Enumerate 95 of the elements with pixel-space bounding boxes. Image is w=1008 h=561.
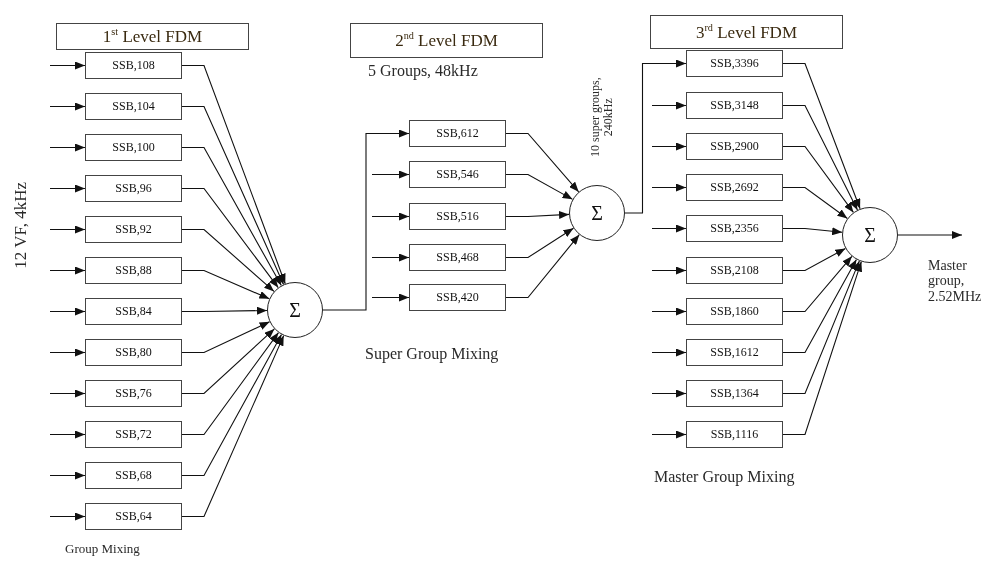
arrow — [49, 184, 86, 193]
arrow — [624, 59, 687, 214]
arrow — [782, 145, 854, 213]
group-description: 5 Groups, 48kHz — [368, 62, 478, 80]
summing-circle: Σ — [569, 185, 625, 241]
arrow — [371, 212, 410, 221]
summing-circle: Σ — [267, 282, 323, 338]
ssb-modulator-box: SSB,1612 — [686, 339, 783, 366]
arrow — [782, 260, 860, 395]
arrow — [651, 430, 687, 439]
arrow — [651, 266, 687, 275]
arrow — [49, 389, 86, 398]
ssb-modulator-box: SSB,3148 — [686, 92, 783, 119]
ssb-modulator-box: SSB,68 — [85, 462, 182, 489]
group-description: 10 super groups, 240kHz — [588, 76, 616, 160]
level-heading-box: 1$^{st}$ Level FDM — [56, 23, 249, 50]
arrow — [651, 307, 687, 316]
arrow — [181, 328, 275, 395]
ssb-modulator-box: SSB,108 — [85, 52, 182, 79]
input-description: 12 VF, 4kHz — [12, 182, 31, 269]
output-description: Master group, 2.52MHz — [928, 258, 983, 305]
ssb-modulator-box: SSB,3396 — [686, 50, 783, 77]
level-heading-box: 2$^{nd}$ Level FDM — [350, 23, 543, 58]
ssb-modulator-box: SSB,100 — [85, 134, 182, 161]
arrow — [782, 104, 858, 211]
arrow — [49, 512, 86, 521]
arrow — [181, 228, 275, 292]
ssb-modulator-box: SSB,420 — [409, 284, 506, 311]
ssb-modulator-box: SSB,76 — [85, 380, 182, 407]
stage-caption: Group Mixing — [65, 542, 140, 557]
arrow — [181, 105, 285, 285]
arrow — [181, 306, 268, 315]
ssb-modulator-box: SSB,72 — [85, 421, 182, 448]
arrow — [49, 225, 86, 234]
arrow — [505, 210, 570, 219]
ssb-modulator-box: SSB,64 — [85, 503, 182, 530]
arrow — [651, 224, 687, 233]
arrow — [371, 253, 410, 262]
arrow — [181, 146, 282, 287]
ssb-modulator-box: SSB,516 — [409, 203, 506, 230]
ssb-modulator-box: SSB,1860 — [686, 298, 783, 325]
arrow — [651, 142, 687, 151]
ssb-modulator-box: SSB,2356 — [686, 215, 783, 242]
arrow — [651, 348, 687, 357]
ssb-modulator-box: SSB,546 — [409, 161, 506, 188]
ssb-modulator-box: SSB,92 — [85, 216, 182, 243]
ssb-modulator-box: SSB,468 — [409, 244, 506, 271]
arrow — [371, 170, 410, 179]
arrow — [782, 255, 853, 313]
ssb-modulator-box: SSB,2692 — [686, 174, 783, 201]
summing-circle: Σ — [842, 207, 898, 263]
arrow — [371, 293, 410, 302]
arrow — [49, 143, 86, 152]
ssb-modulator-box: SSB,1364 — [686, 380, 783, 407]
stage-caption: Master Group Mixing — [654, 468, 795, 486]
stage-caption: Super Group Mixing — [365, 345, 499, 363]
arrow — [897, 231, 963, 239]
arrow — [782, 258, 857, 354]
ssb-modulator-box: SSB,104 — [85, 93, 182, 120]
ssb-modulator-box: SSB,1116 — [686, 421, 783, 448]
arrow — [651, 183, 687, 192]
arrow — [505, 173, 574, 200]
ssb-modulator-box: SSB,2108 — [686, 257, 783, 284]
ssb-modulator-box: SSB,80 — [85, 339, 182, 366]
arrow — [651, 389, 687, 398]
arrow — [782, 62, 861, 210]
arrow — [322, 129, 410, 311]
arrow — [181, 321, 271, 354]
arrow — [49, 471, 86, 480]
ssb-modulator-box: SSB,2900 — [686, 133, 783, 160]
arrow — [181, 64, 286, 285]
arrow — [782, 261, 863, 436]
arrow — [505, 132, 580, 193]
arrow — [181, 335, 285, 518]
arrow — [49, 307, 86, 316]
arrow — [181, 269, 270, 300]
arrow — [505, 234, 580, 299]
level-heading-box: 3$^{rd}$ Level FDM — [650, 15, 843, 49]
arrow — [782, 186, 848, 220]
arrow — [181, 334, 283, 477]
ssb-modulator-box: SSB,84 — [85, 298, 182, 325]
arrow — [49, 102, 86, 111]
arrow — [651, 101, 687, 110]
ssb-modulator-box: SSB,612 — [409, 120, 506, 147]
arrow — [49, 61, 86, 70]
arrow — [49, 348, 86, 357]
arrow — [181, 332, 280, 436]
arrow — [49, 430, 86, 439]
arrow — [505, 227, 574, 259]
ssb-modulator-box: SSB,96 — [85, 175, 182, 202]
arrow — [782, 227, 843, 236]
arrow — [181, 187, 279, 289]
arrow — [782, 247, 846, 272]
ssb-modulator-box: SSB,88 — [85, 257, 182, 284]
arrow — [49, 266, 86, 275]
